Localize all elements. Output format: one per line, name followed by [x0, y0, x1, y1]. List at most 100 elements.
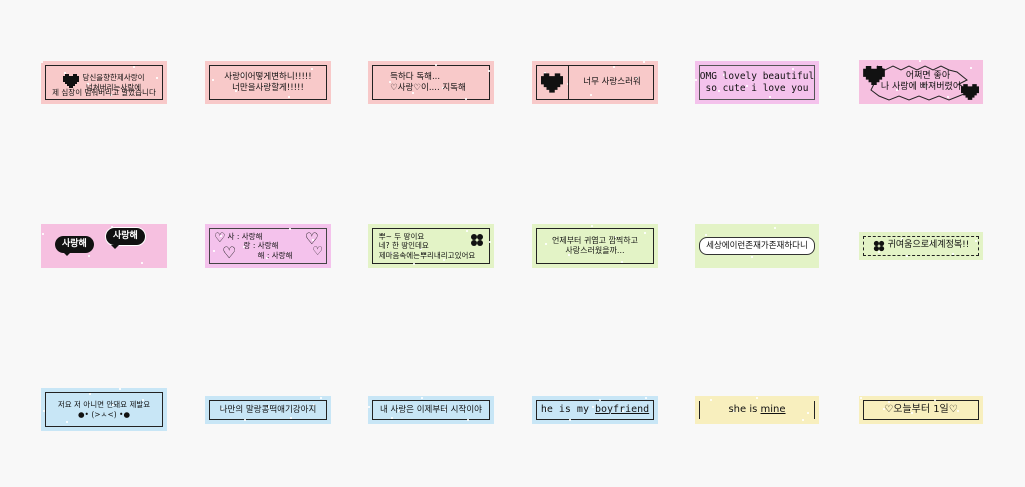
sticker-line: 너만을사랑할게!!!!! [232, 82, 304, 93]
sparkle-dot [645, 397, 647, 399]
sticker-content: 당신을향한제사랑이 넘쳐버리는사람에 [63, 73, 145, 92]
sparkle-dot [710, 399, 712, 401]
sparkle-dot [599, 399, 601, 401]
sticker-r1c3[interactable]: 득하다 독해... ♡사랑♡이.... 지독해 [368, 61, 494, 104]
sticker-content: 나만의 말랑콩떡애기강아지 [220, 405, 317, 416]
sticker-line: 사 : 사랑해 [227, 231, 263, 241]
bubble-tail [111, 245, 119, 253]
sticker-r1c2[interactable]: 사랑이어떻게변하니!!!!! 너만을사랑할게!!!!! [205, 61, 331, 104]
speech-bubble: 사랑해 [105, 227, 146, 250]
heart-outline-icon: ♡ [304, 229, 319, 248]
sticker-r1c6[interactable]: 어쩌면 좋아 나 사랑에 빠져버렸어 [859, 60, 983, 104]
sticker-r1c1[interactable]: 당신을향한제사랑이 넘쳐버리는사람에 제 심장이 멈춰버리고 말았습니다 [41, 61, 167, 104]
sticker-content: 세상에이런존재가존재하다니 [699, 236, 815, 256]
sparkle-dot [421, 397, 423, 399]
sticker-r2c1[interactable]: 사랑해 사랑해 [41, 224, 167, 268]
sticker-content: ♡오늘부터 1일♡ [884, 404, 957, 417]
sparkle-dot [42, 233, 44, 235]
sparkle-dot [110, 94, 112, 96]
sticker-r1c5[interactable]: OMG lovely beautiful so cute i love you [695, 61, 819, 104]
sticker-r2c2[interactable]: ♡ ♡ ♡ ♡ 사 : 사랑해 랑 : 사랑해 해 : 사랑해 [205, 224, 331, 268]
sticker-r3c3[interactable]: 내 사랑은 이제부터 시작이야 [368, 396, 494, 424]
sticker-line: 제마음속에는뿌리내리고있어요 [378, 250, 476, 260]
sparkle-dot [444, 408, 446, 410]
sticker-r2c3[interactable]: 뿌~ 두 땅이요 네? 한 땅인데요 제마음속에는뿌리내리고있어요 [368, 224, 494, 268]
sparkle-dot [398, 410, 400, 412]
sticker-line: 언제부터 귀엽고 깜찍하고 [551, 236, 639, 245]
sticker-frame [209, 65, 327, 100]
sparkle-dot [412, 92, 414, 94]
sticker-line: 득하다 독해... [390, 71, 441, 82]
sticker-frame [372, 228, 490, 264]
sticker-line: 네? 한 땅인데요 [378, 241, 429, 251]
sparkle-dot [888, 401, 890, 403]
sticker-content: OMG lovely beautiful so cute i love you [700, 71, 814, 95]
sparkle-dot [88, 255, 90, 257]
sticker-frame [372, 65, 490, 100]
sticker-content: 귀여움으로세계정복!! [873, 240, 969, 252]
sparkle-dot [924, 85, 926, 87]
sparkle-dot [970, 67, 972, 69]
sticker-r3c5[interactable]: she is mine [695, 396, 819, 424]
sparkle-dot [288, 96, 290, 98]
sticker-r3c2[interactable]: 나만의 말랑콩떡애기강아지 [205, 396, 331, 424]
sticker-frame [209, 400, 327, 420]
sparkle-dot [568, 254, 570, 256]
sparkle-dot [779, 408, 781, 410]
sparkle-dot [718, 90, 720, 92]
sticker-frame [863, 400, 979, 420]
sparkle-dot [622, 410, 624, 412]
sparkle-dot [311, 68, 313, 70]
pixel-heart-icon [63, 74, 80, 89]
bubble-tail [63, 252, 71, 260]
sparkle-dot [590, 94, 592, 96]
sticker-content: 사 : 사랑해 랑 : 사랑해 해 : 사랑해 [228, 232, 293, 260]
sparkle-dot [614, 236, 616, 238]
sparkle-dot [43, 410, 45, 412]
sparkle-dot [442, 87, 444, 89]
sparkle-dot [242, 74, 244, 76]
bubble-label: 사랑해 [55, 236, 94, 254]
sparkle-dot [466, 230, 468, 232]
sparkle-dot [265, 85, 267, 87]
sparkle-dot [621, 261, 623, 263]
sparkle-dot [87, 83, 89, 85]
heart-outline-icon: ♡ [312, 244, 323, 258]
pixel-heart-icon [961, 84, 979, 100]
sticker-line: boyfriend [595, 403, 650, 415]
sparkle-dot [133, 66, 135, 68]
sparkle-dot [391, 417, 393, 419]
sparkle-dot [89, 393, 91, 395]
sticker-line: ♡오늘부터 1일♡ [884, 403, 958, 415]
sparkle-dot [792, 68, 794, 70]
bubble-label: 사랑해 [105, 227, 146, 247]
sparkle-dot [643, 61, 645, 63]
sparkle-dot [756, 397, 758, 399]
sparkle-dot [723, 74, 725, 76]
sticker-line: 당신을향한제사랑이 [82, 73, 145, 83]
sticker-r3c4[interactable]: he is my boyfriend [532, 396, 658, 424]
sticker-line: 제 심장이 멈춰버리고 말았습니다 [52, 87, 156, 97]
sparkle-dot [465, 98, 467, 100]
sparkle-dot [545, 243, 547, 245]
sticker-content: 어쩌면 좋아 나 사랑에 빠져버렸어 [881, 71, 961, 94]
sticker-r2c5[interactable]: 세상에이런존재가존재하다니 [695, 224, 819, 268]
sticker-r1c4[interactable]: 너무 사랑스러워 [532, 61, 658, 104]
sparkle-dot [390, 252, 392, 254]
sticker-r3c6[interactable]: ♡오늘부터 1일♡ [859, 396, 983, 424]
sticker-frame [699, 65, 815, 100]
sticker-line: 세상에이런존재가존재하다니 [706, 240, 808, 251]
sticker-line: 너무 사랑스러워 [583, 77, 641, 88]
heart-outline-icon: ♡ [214, 231, 226, 246]
sticker-frame [372, 400, 490, 420]
sticker-r3c1[interactable]: 저요 저 아니면 안돼요 제발요 ●• (>ㅅ<) •● [41, 388, 167, 431]
sticker-r2c6[interactable]: 귀여움으로세계정복!! [859, 232, 983, 260]
sparkle-dot [313, 404, 315, 406]
sticker-line: 사랑이어떻게변하니!!!!! [224, 71, 312, 82]
sticker-r2c4[interactable]: 언제부터 귀엽고 깜찍하고 사랑스러웠을까... [532, 224, 658, 268]
sparkle-dot [119, 388, 121, 390]
sparkle-dot [644, 232, 646, 234]
sticker-content: 언제부터 귀엽고 깜찍하고 사랑스러웠을까... [552, 236, 638, 256]
sparkle-dot [64, 72, 66, 74]
sparkle-dot [896, 89, 898, 91]
